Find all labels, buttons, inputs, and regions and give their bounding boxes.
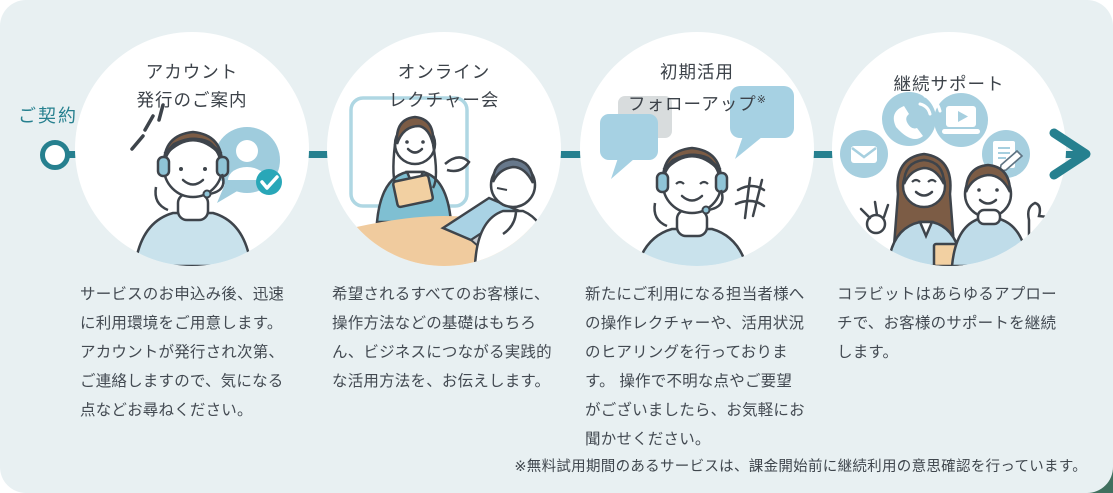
step-circle: 継続サポート (832, 32, 1066, 266)
operator-with-headset-illustration (130, 103, 282, 266)
step-description: サービスのお申込み後、迅速 に利用環境をご用意します。 アカウントが発行され次第… (80, 286, 285, 419)
speech-bubble-icon (600, 86, 794, 179)
step-account-setup: アカウント発行のご案内 サービスのお申込み後、迅速 に利用環境をご用意します。 … (74, 32, 310, 425)
step-ongoing-support: 継続サポート コラビットはあらゆるアプロー チで、お客様のサポートを継続 します… (831, 32, 1067, 367)
support-channels-illustration (840, 92, 1051, 266)
step-online-lecture: オンラインレクチャー会 希望されるすべてのお客様に、 操作方法などの基礎はもちろ… (326, 32, 562, 396)
phone-icon (893, 94, 942, 139)
step-title: オンラインレクチャー会 (388, 62, 500, 110)
right-arrow-icon (1049, 128, 1091, 180)
step-description: 新たにご利用になる担当者様へ の操作レクチャーや、活用状況 のヒアリングを行って… (585, 286, 805, 448)
step-description: コラビットはあらゆるアプロー チで、お客様のサポートを継続 します。 (837, 286, 1057, 361)
followup-illustration (600, 86, 794, 266)
step-initial-followup: 初期活用フォローアップ※ 新たにご利用になる担当者様へ の操作レクチャーや、活用… (579, 32, 815, 454)
footnote: ※無料試用期間のあるサービスは、課金開始前に継続利用の意思確認を行っています。 (514, 459, 1087, 475)
step-description: 希望されるすべてのお客様に、 操作方法などの基礎はもちろ ん、ビジネスにつながる… (332, 286, 552, 390)
emphasis-lines-icon (130, 103, 165, 151)
operator-person (133, 130, 253, 266)
scribble-marks-icon (734, 176, 766, 220)
check-icon (256, 169, 282, 195)
video-call-icon (942, 106, 980, 134)
step-title: アカウント発行のご案内 (136, 62, 248, 110)
lecturer-person (375, 115, 471, 224)
attendee-person (473, 157, 553, 266)
step-circle: 初期活用フォローアップ※ (580, 32, 814, 266)
document-pencil-icon (993, 141, 1024, 172)
man-thumbs-up-person (950, 163, 1051, 266)
step-title: 継続サポート (893, 74, 1005, 94)
step-circle: オンラインレクチャー会 (327, 32, 561, 266)
online-lecture-illustration (327, 96, 561, 266)
support-agent-person (636, 146, 748, 266)
step-title: 初期活用フォローアップ※ (627, 62, 767, 114)
timeline-line (55, 151, 1080, 158)
footnote-marker: ※ (756, 94, 767, 106)
timeline-start-ring-icon (40, 140, 70, 170)
woman-ok-sign-person (859, 152, 964, 266)
contract-label: ご契約 (18, 106, 78, 126)
mail-icon (851, 146, 877, 163)
step-circle: アカウント発行のご案内 (75, 32, 309, 266)
